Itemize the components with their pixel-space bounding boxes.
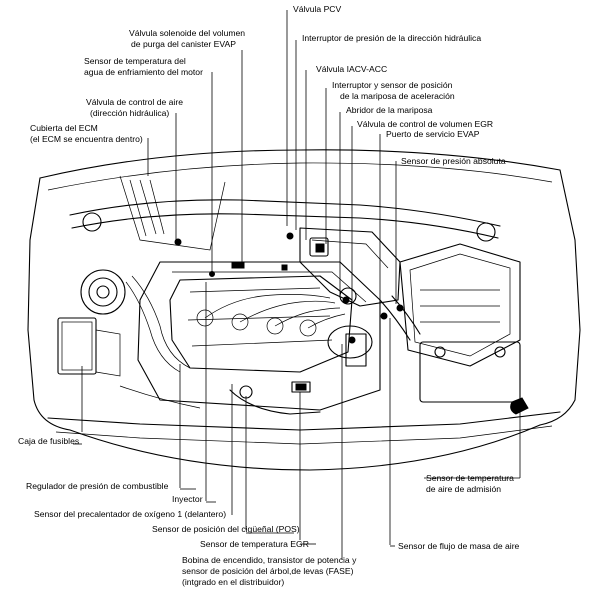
label-inyector: Inyector bbox=[172, 494, 203, 504]
leader-lines bbox=[81, 10, 521, 560]
label-valvula-pcv: Válvula PCV bbox=[293, 4, 342, 14]
label-temp-refrigerante-line1: Sensor de temperatura del bbox=[84, 56, 186, 66]
label-abridor-mariposa: Abridor de la mariposa bbox=[346, 105, 433, 115]
label-solenoide-purga-line1: Válvula solenoide del volumen bbox=[129, 28, 245, 38]
label-sensor-ciguenal: Sensor de posición del cigüeñal (POS) bbox=[152, 524, 300, 534]
label-valvula-aire-line1: Válvula de control de aire bbox=[86, 97, 183, 107]
label-cubierta-ecm-line2: (el ECM se encuentra dentro) bbox=[30, 134, 143, 144]
label-valvula-iacv: Válvula IACV-ACC bbox=[316, 64, 387, 74]
label-presion-absoluta: Sensor de presión absoluta bbox=[401, 156, 506, 166]
label-valvula-aire-line2: (dirección hidráulica) bbox=[90, 108, 169, 118]
label-bobina-line3: (intgrado en el distribuidor) bbox=[182, 577, 284, 587]
label-bobina-line1: Bobina de encendido, transistor de poten… bbox=[182, 555, 357, 565]
label-flujo-masa-aire: Sensor de flujo de masa de aire bbox=[398, 541, 520, 551]
label-solenoide-purga-line2: de purga del canister EVAP bbox=[131, 39, 236, 49]
label-puerto-evap: Puerto de servicio EVAP bbox=[386, 129, 480, 139]
label-valvula-egr-volumen: Válvula de control de volumen EGR bbox=[357, 119, 493, 129]
label-regulador-combustible: Regulador de presión de combustible bbox=[26, 481, 169, 491]
label-sensor-mariposa-line2: de la mariposa de aceleración bbox=[340, 91, 455, 101]
label-temp-refrigerante-line2: agua de enfriamiento del motor bbox=[84, 67, 203, 77]
component-labels: Válvula PCV Válvula solenoide del volume… bbox=[18, 4, 520, 587]
engine-bay-drawing bbox=[27, 149, 581, 471]
label-sensor-oxigeno: Sensor del precalentador de oxígeno 1 (d… bbox=[34, 509, 226, 519]
label-cubierta-ecm-line1: Cubierta del ECM bbox=[30, 123, 98, 133]
label-bobina-line2: sensor de posición del árbol,de levas (F… bbox=[182, 566, 354, 576]
label-sensor-mariposa-line1: Interruptor y sensor de posición bbox=[332, 80, 453, 90]
label-temp-aire-admision-line2: de aire de admisión bbox=[426, 484, 501, 494]
leader-ticks bbox=[73, 443, 520, 547]
label-sensor-temp-egr: Sensor de temperatura EGR bbox=[200, 539, 309, 549]
label-presion-direccion: Interruptor de presión de la dirección h… bbox=[302, 33, 481, 43]
label-caja-fusibles: Caja de fusibles bbox=[18, 436, 79, 446]
